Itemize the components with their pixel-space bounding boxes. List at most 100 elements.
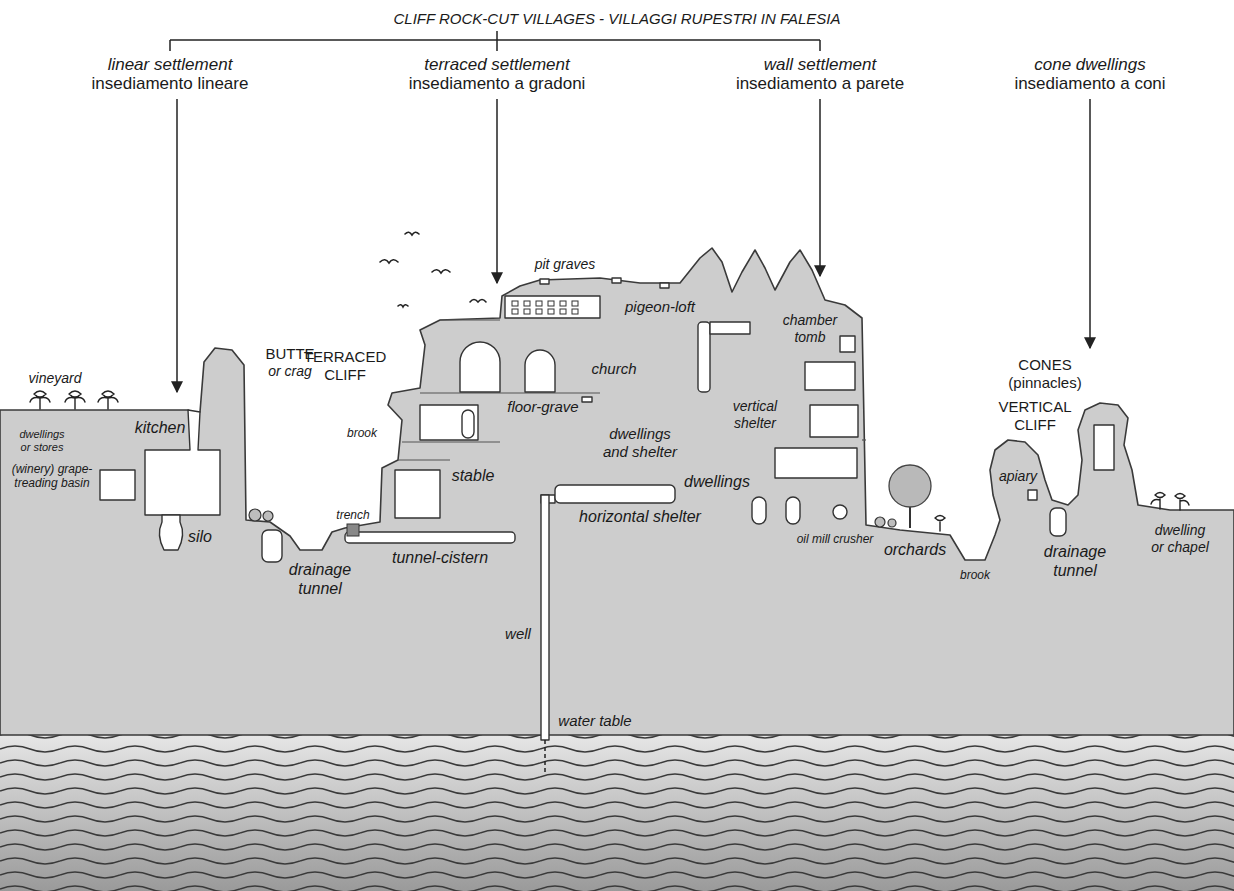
pit-grave <box>540 279 549 284</box>
label-slot: dwellings <box>684 472 750 491</box>
part-label: oil mill crusher <box>797 532 874 546</box>
wall-room <box>775 448 857 478</box>
part-label: dwellings or stores <box>14 428 70 454</box>
tunnel-cistern-shape <box>345 532 515 543</box>
category-arrow <box>819 99 821 276</box>
pigeon-hole <box>536 309 542 314</box>
label-slot: TERRACED CLIFF <box>298 348 393 384</box>
pigeon-hole <box>512 309 518 314</box>
part-label: kitchen <box>135 418 186 437</box>
part-label: apiary <box>999 468 1037 485</box>
door-oval <box>462 410 474 438</box>
label-slot: apiary <box>999 468 1037 485</box>
boulder <box>249 509 261 521</box>
label-slot: brook <box>960 568 990 582</box>
silo-shape <box>159 515 182 550</box>
bracket-line <box>170 39 820 41</box>
vine-plant <box>30 391 50 409</box>
label-slot: dwelling or chapel <box>1147 522 1213 556</box>
label-slot: trench <box>336 508 369 522</box>
dwelling-room <box>420 405 478 440</box>
well-depth-line <box>544 740 546 775</box>
region-label: insediamento a gradoni <box>409 74 586 94</box>
label-slot: pigeon-loft <box>625 298 695 316</box>
part-label: dwellings <box>684 472 750 491</box>
door-oval <box>752 497 766 524</box>
vines <box>30 391 1189 531</box>
label-slot: insediamento a coni <box>1014 74 1165 94</box>
label-slot: cone dwellings <box>1034 55 1146 75</box>
label-slot: silo <box>188 527 212 546</box>
label-slot: CONES (pinnacles) <box>1000 356 1090 392</box>
label-slot: terraced settlement <box>424 55 570 75</box>
part-label: floor-grave <box>507 398 578 416</box>
part-label: dwellings and shelter <box>598 425 683 461</box>
pigeon-hole <box>524 301 530 306</box>
boulder <box>263 511 273 521</box>
bracket-tick <box>170 40 820 51</box>
pigeon-hole <box>548 309 554 314</box>
part-label: dwelling or chapel <box>1147 522 1213 556</box>
cone-dwelling-room <box>1094 425 1114 470</box>
church-arch <box>525 350 555 392</box>
part-label: linear settlement <box>108 55 233 75</box>
rock-cavities <box>100 278 1114 740</box>
label-slot: insediamento a parete <box>736 74 904 94</box>
horizontal-shelter-shape <box>555 485 675 503</box>
region-label: insediamento lineare <box>92 74 249 94</box>
label-slot: floor-grave <box>507 398 578 416</box>
part-label: pigeon-loft <box>625 298 695 316</box>
part-label: well <box>505 625 531 643</box>
pigeon-hole <box>512 301 518 306</box>
door-oval <box>786 497 800 524</box>
pigeon-hole <box>560 309 566 314</box>
region-label: CONES (pinnacles) <box>1000 356 1090 392</box>
diagram-title: CLIFF ROCK-CUT VILLAGES - VILLAGGI RUPES… <box>393 10 840 28</box>
part-label: vineyard <box>29 370 82 387</box>
rock-mass <box>0 248 1234 735</box>
vine-plant <box>98 391 118 409</box>
pigeon-hole <box>548 301 554 306</box>
stable-room <box>395 470 440 518</box>
bracket-tick <box>496 31 498 40</box>
label-slot: stable <box>452 466 495 485</box>
ledge-line <box>398 459 450 460</box>
tree-trunk <box>909 505 911 528</box>
bird <box>470 300 486 303</box>
part-label: wall settlement <box>764 55 876 75</box>
boulders <box>249 509 896 527</box>
part-label: drainage tunnel <box>1035 542 1115 580</box>
part-label: or crag <box>268 363 312 380</box>
bird <box>380 260 398 263</box>
label-slot: or crag <box>268 363 312 380</box>
vine-plant <box>935 516 945 532</box>
category-arrow <box>176 99 178 392</box>
wall-room <box>805 362 855 390</box>
drainage-hole <box>1050 508 1066 536</box>
pigeon-loft-shape <box>505 296 600 318</box>
part-label: horizontal shelter <box>579 507 701 526</box>
bird <box>432 270 450 273</box>
chamber-tomb-shape <box>840 336 855 352</box>
part-label: tunnel-cistern <box>392 548 488 567</box>
label-slot: church <box>591 360 636 378</box>
apiary-window <box>1028 490 1037 500</box>
label-slot: orchards <box>884 540 946 559</box>
trench-shape <box>347 524 359 536</box>
category-arrow <box>496 99 498 283</box>
region-label: insediamento a parete <box>736 74 904 94</box>
pigeon-hole <box>536 301 542 306</box>
well-shaft <box>541 495 549 740</box>
part-label: brook <box>960 568 990 582</box>
label-slot: tunnel-cistern <box>392 548 488 567</box>
ledge-line <box>440 319 500 320</box>
label-slot: drainage tunnel <box>1035 542 1115 580</box>
region-label: insediamento a coni <box>1014 74 1165 94</box>
label-slot: horizontal shelter <box>579 507 701 526</box>
label-slot: brook <box>347 426 377 440</box>
label-slot: pit graves <box>535 256 596 273</box>
boulder <box>875 517 885 527</box>
bird <box>405 232 419 235</box>
bird <box>398 305 408 307</box>
label-slot: linear settlement <box>108 55 233 75</box>
